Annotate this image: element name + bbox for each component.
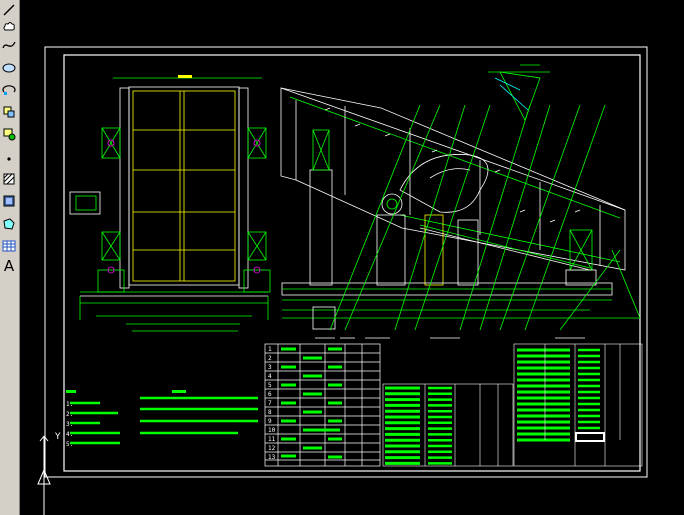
make-block-icon[interactable] xyxy=(1,126,17,142)
parts-list xyxy=(382,383,514,467)
front-view xyxy=(69,75,271,332)
gradient-icon[interactable] xyxy=(1,193,17,209)
note-line-1: 1. xyxy=(66,401,73,408)
cloud-icon[interactable] xyxy=(1,19,17,35)
bom-row-number: 10 xyxy=(268,427,276,434)
bom-row-number: 8 xyxy=(268,409,272,416)
point-icon[interactable] xyxy=(1,150,17,166)
bom-row-number: 2 xyxy=(268,355,272,362)
ellipse-arc-icon[interactable] xyxy=(1,82,17,98)
bom-row-number: 1 xyxy=(268,346,272,353)
bom-row-number: 7 xyxy=(268,400,272,407)
spline-icon[interactable] xyxy=(1,37,17,53)
outer-border xyxy=(44,46,648,478)
side-view xyxy=(280,64,641,339)
bom-row-number: 3 xyxy=(268,364,272,371)
table-icon[interactable] xyxy=(1,238,17,254)
note-line-4: 4. xyxy=(66,431,73,438)
ucs-y-label: Y xyxy=(55,432,61,442)
draw-toolbar: A xyxy=(0,0,20,515)
inner-border xyxy=(63,54,641,472)
insert-block-icon[interactable] xyxy=(1,104,17,120)
multiline-text-icon[interactable]: A xyxy=(3,257,15,275)
note-line-3: 3. xyxy=(66,421,73,428)
title-block xyxy=(513,343,643,467)
ellipse-icon[interactable] xyxy=(1,60,17,76)
bom-row-number: 11 xyxy=(268,436,276,443)
bom-row-number: 9 xyxy=(268,418,272,425)
cad-drawing: 1. 2. 3. 4. 5. xyxy=(37,46,648,515)
note-line-2: 2. xyxy=(66,411,73,418)
drawing-canvas[interactable]: 1. 2. 3. 4. 5. xyxy=(20,0,684,515)
line-icon[interactable] xyxy=(1,2,17,18)
region-icon[interactable] xyxy=(1,216,17,232)
bom-row-number: 12 xyxy=(268,445,276,452)
bom-row-number: 13 xyxy=(268,454,276,461)
technical-notes: 1. 2. 3. 4. 5. xyxy=(66,390,258,448)
note-line-5: 5. xyxy=(66,441,73,448)
ucs-icon xyxy=(37,435,51,515)
bom-row-number: 4 xyxy=(268,373,272,380)
bom-row-number: 5 xyxy=(268,382,272,389)
hatch-icon[interactable] xyxy=(1,171,17,187)
bom-row-number: 6 xyxy=(268,391,272,398)
